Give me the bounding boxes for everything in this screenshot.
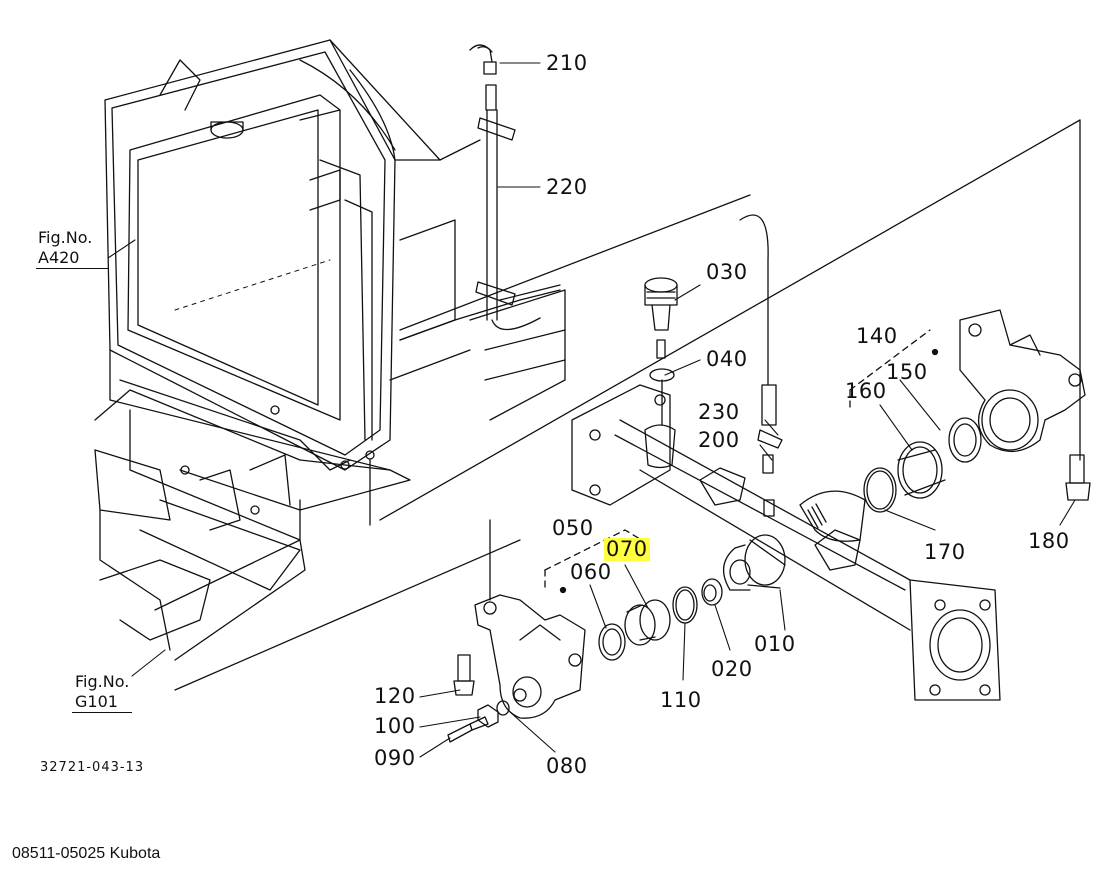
filler-plug-030 bbox=[645, 278, 677, 358]
part-caption: 08511-05025 Kubota bbox=[12, 845, 161, 862]
callout-150[interactable]: 150 bbox=[886, 360, 928, 384]
fig-ref-g101: Fig.No. G101 bbox=[75, 672, 129, 712]
bracket-050 bbox=[475, 595, 585, 718]
callout-020[interactable]: 020 bbox=[711, 657, 753, 681]
bearing-020 bbox=[702, 579, 722, 605]
bolt-120 bbox=[454, 655, 474, 695]
o-ring-040 bbox=[650, 369, 674, 381]
callout-230[interactable]: 230 bbox=[698, 400, 740, 424]
callout-080[interactable]: 080 bbox=[546, 754, 588, 778]
seal-150 bbox=[949, 418, 981, 462]
axle-010 bbox=[724, 535, 785, 590]
axle-housing-010 bbox=[572, 385, 1000, 700]
bracket-140 bbox=[960, 310, 1085, 451]
fig-ref-number: G101 bbox=[75, 692, 118, 711]
callout-070-highlighted[interactable]: 070 bbox=[604, 537, 650, 561]
leader-lines bbox=[108, 63, 1075, 757]
washer-080 bbox=[497, 701, 509, 715]
callout-210[interactable]: 210 bbox=[546, 51, 588, 75]
bushing-070 bbox=[625, 600, 670, 645]
fig-ref-label: Fig.No. bbox=[38, 228, 93, 247]
callout-100[interactable]: 100 bbox=[374, 714, 416, 738]
callout-060[interactable]: 060 bbox=[570, 560, 612, 584]
callout-030[interactable]: 030 bbox=[706, 260, 748, 284]
callout-180[interactable]: 180 bbox=[1028, 529, 1070, 553]
fig-ref-number: A420 bbox=[38, 248, 80, 267]
callout-220[interactable]: 220 bbox=[546, 175, 588, 199]
fig-ref-label: Fig.No. bbox=[75, 672, 130, 691]
bolt-180 bbox=[1066, 455, 1090, 500]
callout-170[interactable]: 170 bbox=[924, 540, 966, 564]
fig-ref-a420: Fig.No. A420 bbox=[38, 228, 92, 268]
callout-160[interactable]: 160 bbox=[845, 379, 887, 403]
radiator-assembly bbox=[95, 40, 565, 660]
bolt-090 bbox=[448, 717, 488, 742]
seal-060 bbox=[599, 624, 625, 660]
callout-040[interactable]: 040 bbox=[706, 347, 748, 371]
breather-pipe-220 bbox=[470, 45, 560, 330]
callout-010[interactable]: 010 bbox=[754, 632, 796, 656]
callout-090[interactable]: 090 bbox=[374, 746, 416, 770]
o-ring-170 bbox=[864, 468, 896, 512]
callout-140[interactable]: 140 bbox=[856, 324, 898, 348]
callout-050[interactable]: 050 bbox=[552, 516, 594, 540]
callout-110[interactable]: 110 bbox=[660, 688, 702, 712]
callout-120[interactable]: 120 bbox=[374, 684, 416, 708]
bushing-160 bbox=[898, 442, 945, 498]
callout-200[interactable]: 200 bbox=[698, 428, 740, 452]
drawing-number: 32721-043-13 bbox=[40, 760, 145, 775]
